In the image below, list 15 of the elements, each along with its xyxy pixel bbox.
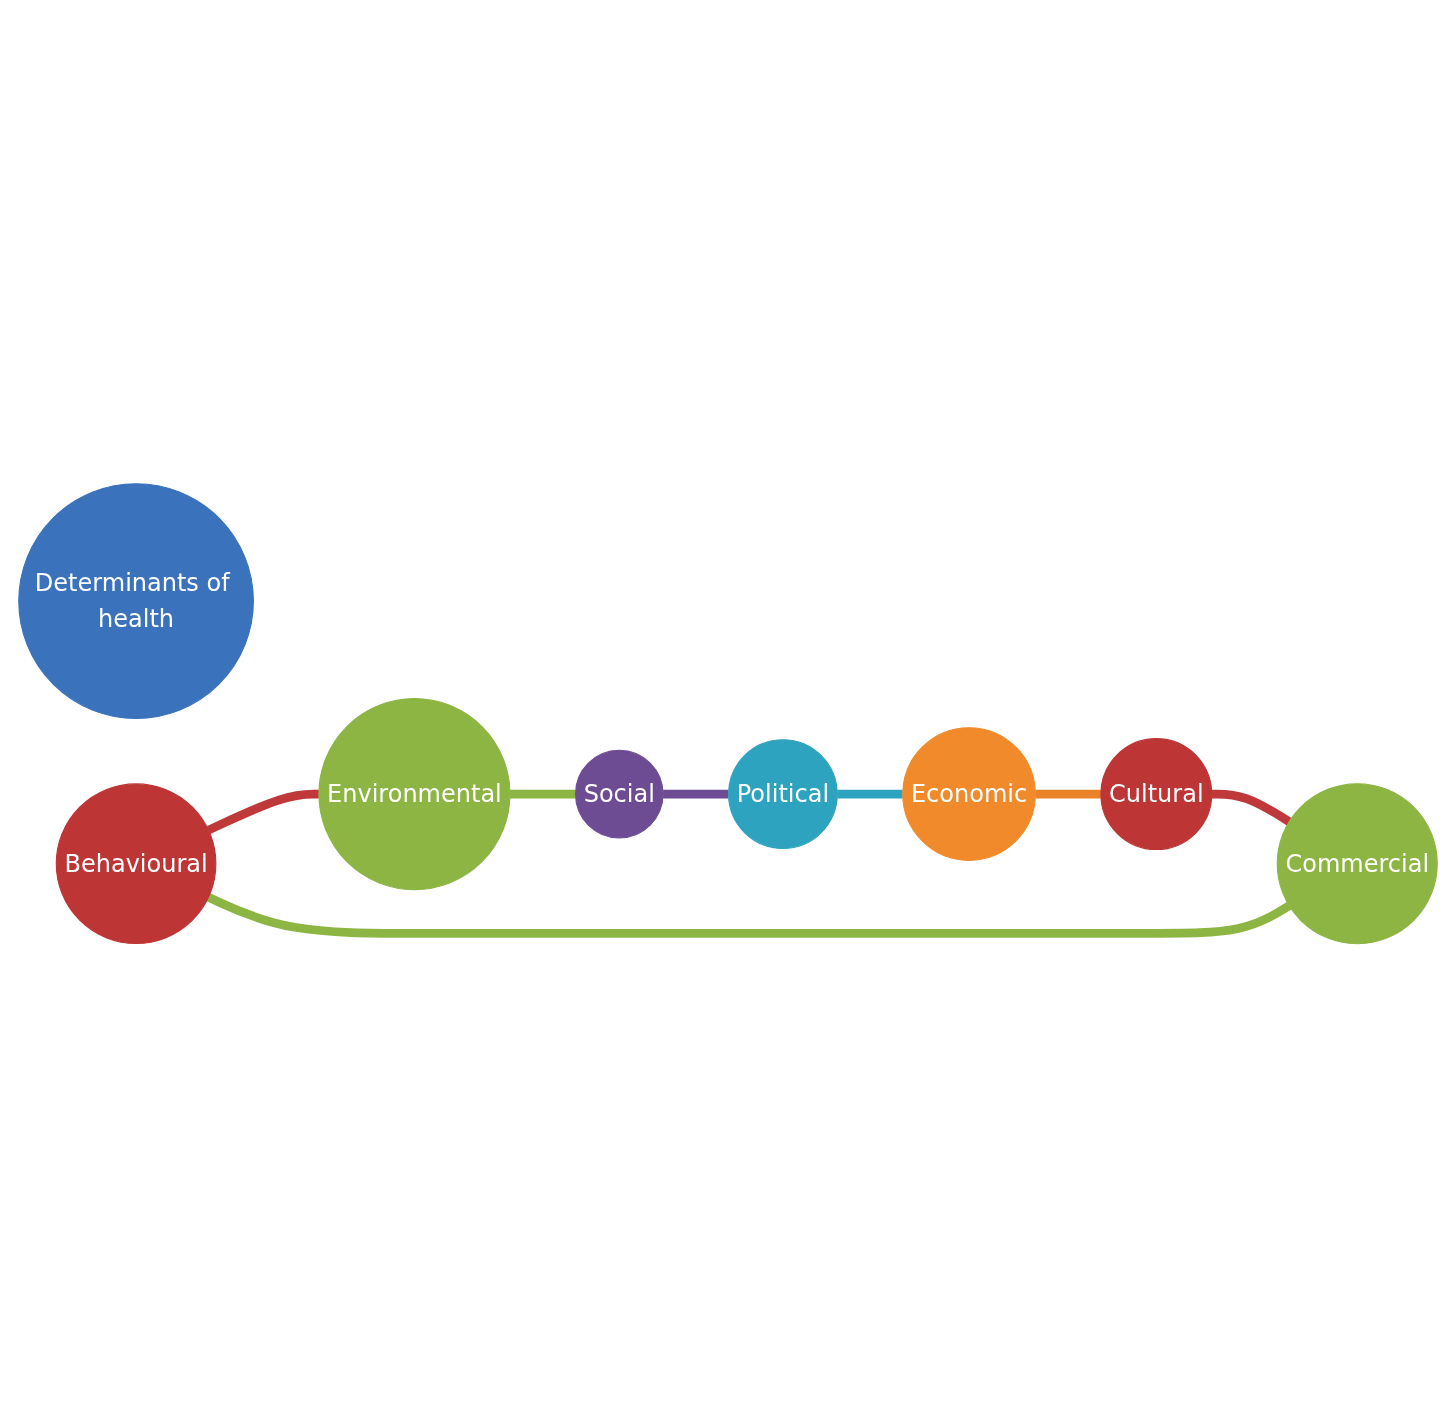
node-circle: Environmental [318,698,511,891]
connector [1211,790,1292,826]
node-circle: Political [728,739,838,850]
node-circle: Determinants of health [18,483,254,720]
connector [1035,790,1101,799]
node-circle: Commercial [1276,783,1438,945]
node-circle: Economic [902,727,1036,862]
node-circle: Social [574,750,664,839]
connector [837,790,903,799]
node-circle: Behavioural [55,783,217,945]
connector [663,790,729,799]
connector [206,893,1292,938]
node-circle: Cultural [1100,738,1213,851]
connector [206,790,319,835]
connector [510,790,576,799]
